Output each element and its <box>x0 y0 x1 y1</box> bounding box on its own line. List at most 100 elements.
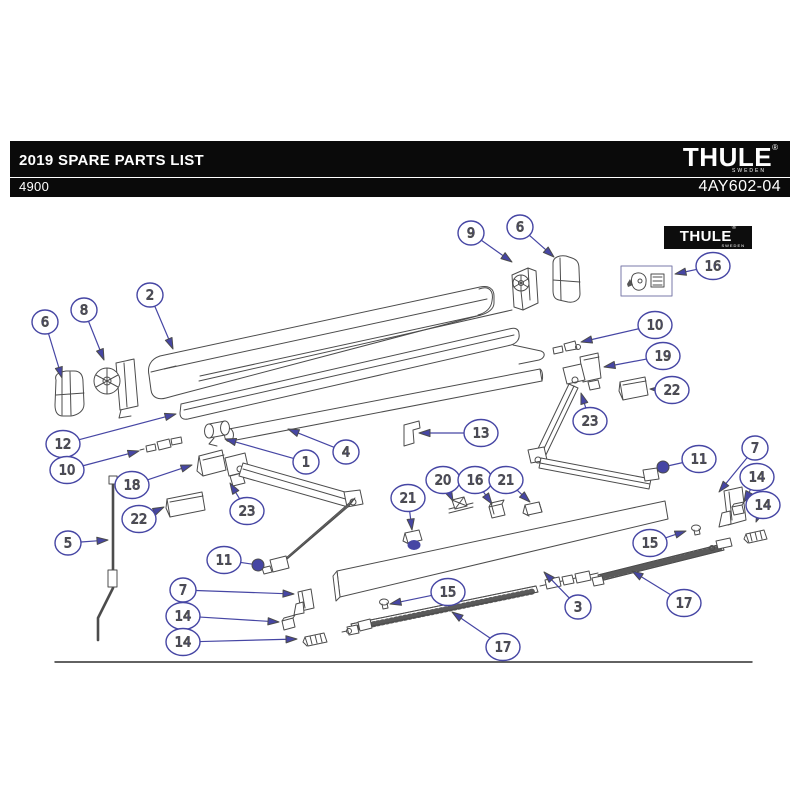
cleat-21-drawing <box>523 502 542 516</box>
leader-arrowhead <box>519 492 530 502</box>
leader-arrowhead <box>675 268 687 275</box>
leader-arrowhead <box>283 590 294 597</box>
callout-number: 12 <box>55 438 72 453</box>
leader-arrowhead <box>97 537 108 544</box>
callout-16: 16 <box>675 253 730 280</box>
callout-number: 7 <box>751 442 759 457</box>
callout-number: 16 <box>467 474 484 489</box>
left-arm-drawing <box>197 450 363 574</box>
callout-number: 9 <box>467 227 475 242</box>
callout-23: 23 <box>230 483 264 525</box>
callout-15: 15 <box>633 530 686 557</box>
callout-9: 9 <box>458 221 512 262</box>
lead-rail-panel-drawing <box>333 501 668 601</box>
callout-17: 17 <box>452 612 520 661</box>
callout-number: 23 <box>582 415 599 430</box>
leader-arrowhead <box>501 253 512 262</box>
callout-number: 17 <box>495 641 512 656</box>
callout-number: 16 <box>705 260 722 275</box>
cover-plate-left-drawing <box>166 492 205 517</box>
leader-arrowhead <box>286 636 297 643</box>
callout-4: 4 <box>288 429 359 464</box>
callout-7: 7 <box>170 578 294 602</box>
callout-13: 13 <box>419 420 498 447</box>
callout-3: 3 <box>544 572 591 619</box>
roller-tube-drawing <box>225 369 543 442</box>
callout-6: 6 <box>507 215 554 257</box>
callout-7: 7 <box>719 436 768 492</box>
document-code: 4AY602-04 <box>698 178 781 195</box>
cleat-21-left-drawing <box>403 530 422 550</box>
leader-arrowhead <box>632 571 643 580</box>
callout-18: 18 <box>115 465 192 499</box>
gear-unit-left-drawing <box>94 359 138 418</box>
page-title: 2019 SPARE PARTS LIST <box>19 152 204 169</box>
leader-arrowhead <box>127 450 139 457</box>
ribbed-14-right-drawing <box>744 530 767 543</box>
callout-number: 22 <box>131 513 148 528</box>
fastener-marker-blob <box>407 540 421 550</box>
cleat-16-drawing <box>489 500 505 518</box>
leader-arrowhead <box>543 247 554 257</box>
callout-number: 19 <box>655 350 672 365</box>
leader-arrowhead <box>719 481 729 492</box>
diagram-thule-logo-text: THULE <box>679 228 732 245</box>
hardware-kit-box <box>621 266 672 296</box>
leader-arrowhead <box>604 361 615 368</box>
leader-arrowhead <box>97 348 104 360</box>
callout-number: 7 <box>179 584 187 599</box>
leader-arrowhead <box>407 519 414 530</box>
leader-arrowhead <box>544 572 554 582</box>
right-arm-drawing <box>528 353 659 489</box>
callout-21: 21 <box>391 485 425 531</box>
callout-8: 8 <box>71 298 104 360</box>
callout-number: 14 <box>749 471 766 486</box>
diagram-registered-mark: ® <box>731 225 737 231</box>
leader-arrowhead <box>674 531 686 538</box>
leader-dot <box>657 461 669 473</box>
tension-rod-left-drawing <box>342 586 538 635</box>
leader-arrowhead <box>452 612 463 621</box>
thule-logo-text: THULE <box>682 142 773 172</box>
diagram-thule-logo: THULE® SWEDEN <box>664 225 752 249</box>
leader-arrowhead <box>268 618 279 625</box>
roller-end-piece-drawing <box>205 421 230 446</box>
registered-mark: ® <box>772 143 778 152</box>
model-number: 4900 <box>19 179 50 194</box>
callout-22: 22 <box>122 506 164 533</box>
callout-11: 11 <box>207 547 264 574</box>
header-divider <box>10 177 790 178</box>
leader-arrowhead <box>180 465 192 472</box>
callout-number: 14 <box>175 610 192 625</box>
callout-number: 18 <box>124 479 141 494</box>
callout-14: 14 <box>740 464 774 503</box>
callout-number: 5 <box>64 537 72 552</box>
diagram-thule-logo-subtext: SWEDEN <box>721 243 745 248</box>
callout-10: 10 <box>50 450 139 483</box>
callout-1: 1 <box>225 439 319 474</box>
callout-number: 6 <box>41 316 49 331</box>
callout-21: 21 <box>489 467 530 503</box>
cleat-20-drawing <box>449 497 473 513</box>
callout-19: 19 <box>604 343 680 370</box>
callout-20: 20 <box>426 467 460 502</box>
callout-14: 14 <box>166 603 279 630</box>
callout-number: 14 <box>175 636 192 651</box>
callout-11: 11 <box>657 446 716 474</box>
callout-number: 20 <box>435 474 452 489</box>
callout-23: 23 <box>573 393 607 435</box>
callout-number: 23 <box>239 505 256 520</box>
callout-number: 22 <box>664 384 681 399</box>
clamp-14-left-drawing <box>282 615 295 630</box>
leader-arrowhead <box>225 439 237 446</box>
leader-arrowhead <box>288 429 300 436</box>
header-bar: 2019 SPARE PARTS LIST 4900 THULE® SWEDEN… <box>10 141 790 197</box>
callout-5: 5 <box>55 531 108 555</box>
leader-arrowhead <box>165 337 173 349</box>
callout-6: 6 <box>32 310 62 378</box>
thule-logo-subtext: SWEDEN <box>732 168 766 174</box>
callout-number: 11 <box>691 453 708 468</box>
